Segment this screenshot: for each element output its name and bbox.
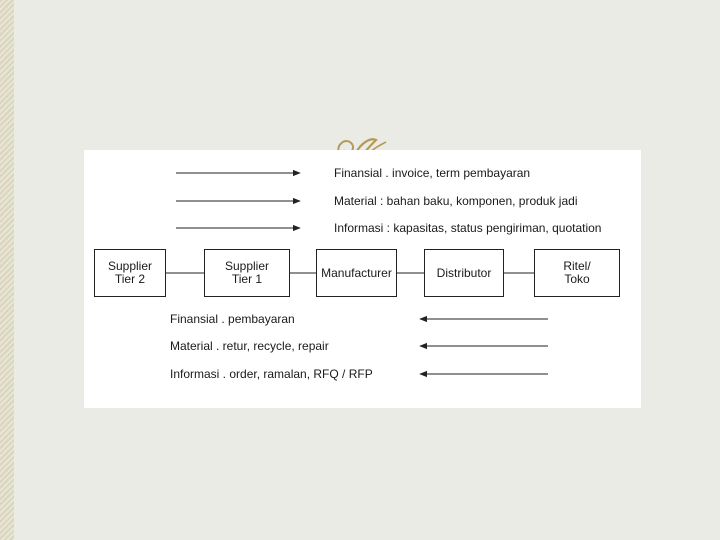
downstream-label-material: Material . retur, recycle, repair: [170, 339, 329, 353]
supply-chain-diagram: Finansial . invoice, term pembayaran Mat…: [84, 150, 641, 408]
upstream-label-material: Material : bahan baku, komponen, produk …: [334, 194, 578, 208]
node-ritel-toko: Ritel/Toko: [534, 249, 620, 297]
diagram-connectors: [166, 169, 548, 378]
node-distributor: Distributor: [424, 249, 504, 297]
node-manufacturer: Manufacturer: [316, 249, 397, 297]
decorative-side-strip: [0, 0, 14, 540]
upstream-label-informasi: Informasi : kapasitas, status pengiriman…: [334, 221, 602, 235]
downstream-label-informasi: Informasi . order, ramalan, RFQ / RFP: [170, 367, 373, 381]
downstream-label-finansial: Finansial . pembayaran: [170, 312, 295, 326]
upstream-label-finansial: Finansial . invoice, term pembayaran: [334, 166, 531, 180]
